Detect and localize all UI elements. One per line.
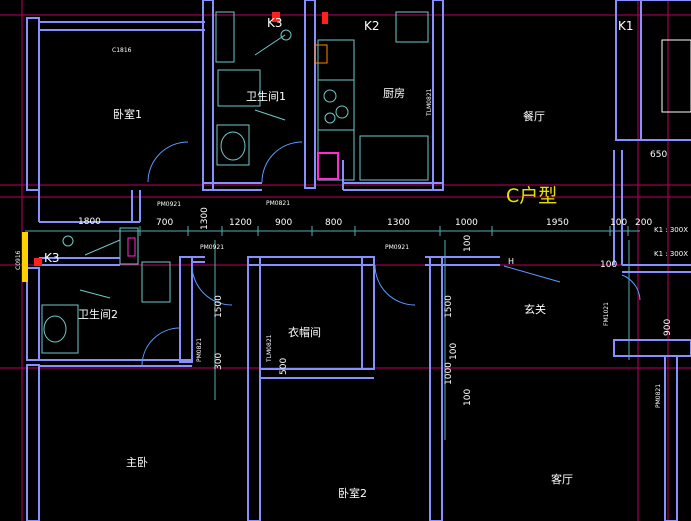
door-code-pm0821-right: PM0821 xyxy=(655,384,662,408)
walls xyxy=(26,0,691,521)
dim-900v: 900 xyxy=(663,319,673,336)
shelf-2 xyxy=(119,227,139,265)
room-living-label: 客厅 xyxy=(551,472,573,486)
tag-h: H xyxy=(508,257,514,266)
room-foyer-label: 玄关 xyxy=(524,302,546,316)
dim-900: 900 xyxy=(275,218,292,228)
sink-2 xyxy=(41,304,79,354)
dim-1000: 1000 xyxy=(455,218,478,228)
dim-1500b: 1500 xyxy=(444,295,454,318)
window-code-c0916: C0916 xyxy=(15,250,22,270)
stove xyxy=(317,79,355,131)
shelf-1 xyxy=(215,11,235,63)
toilet-1 xyxy=(217,69,261,107)
door-code-tlm0821-kitchen: TLM0821 xyxy=(426,88,433,117)
room-dining-label: 餐厅 xyxy=(523,109,545,123)
tag-k3-left: K3 xyxy=(44,251,60,265)
fridge xyxy=(395,11,429,43)
dim-1500a: 1500 xyxy=(214,295,224,318)
kitchen-sink xyxy=(359,135,429,181)
door-code-fm1021: FM1021 xyxy=(603,302,610,326)
door-code-pm0821-bath2: PM0821 xyxy=(196,338,203,362)
accent-fixtures xyxy=(22,12,691,282)
dim-1000v: 1000 xyxy=(444,362,454,385)
dim-650: 650 xyxy=(650,150,667,160)
room-kitchen-label: 厨房 xyxy=(383,87,405,100)
tag-ka: K1 : 300X xyxy=(654,226,688,234)
dim-100a: 100 xyxy=(610,218,627,228)
door-code-tlm0821-cloak: TLM0821 xyxy=(266,334,273,363)
dim-700: 700 xyxy=(156,218,173,228)
room-bedroom1-label: 卧室1 xyxy=(113,107,142,121)
tag-k1: K1 xyxy=(618,19,634,33)
door-code-pm0921-c: PM0921 xyxy=(385,244,409,251)
unit-type-title: C户型 xyxy=(506,185,557,207)
room-bathroom1-label: 卫生间1 xyxy=(246,89,286,103)
dim-100c: 100 xyxy=(463,389,473,406)
room-master-bedroom-label: 主卧 xyxy=(126,456,148,469)
tag-k2: K2 xyxy=(364,19,380,33)
door-swings xyxy=(141,141,641,367)
sink-1 xyxy=(216,124,250,166)
room-bathroom2-label: 卫生间2 xyxy=(78,307,118,321)
dim-100e: 100 xyxy=(449,343,459,360)
dim-1950: 1950 xyxy=(546,218,569,228)
dim-200: 200 xyxy=(635,218,652,228)
dim-100b: 100 xyxy=(463,235,473,252)
door-code-pm0921-b: PM0921 xyxy=(200,244,224,251)
dim-1300b: 1300 xyxy=(387,218,410,228)
window-code-c1816: C1816 xyxy=(112,47,132,54)
dim-800: 800 xyxy=(325,218,342,228)
dim-1300a: 1300 xyxy=(200,207,210,230)
room-cloakroom-label: 衣帽间 xyxy=(288,325,321,339)
tag-kb: K1 : 300X xyxy=(654,250,688,258)
door-code-pm0921-a: PM0921 xyxy=(157,201,181,208)
dim-1800: 1800 xyxy=(78,217,101,227)
dim-100d: 100 xyxy=(600,260,617,270)
dim-1200: 1200 xyxy=(229,218,252,228)
dim-300: 300 xyxy=(214,353,224,370)
toilet-2 xyxy=(141,261,171,303)
room-bedroom2-label: 卧室2 xyxy=(338,486,367,500)
door-code-pm0821-a: PM0821 xyxy=(266,200,290,207)
dim-500: 500 xyxy=(279,358,289,375)
tag-k3-top: K3 xyxy=(267,16,283,30)
vent-arrows xyxy=(62,29,292,299)
